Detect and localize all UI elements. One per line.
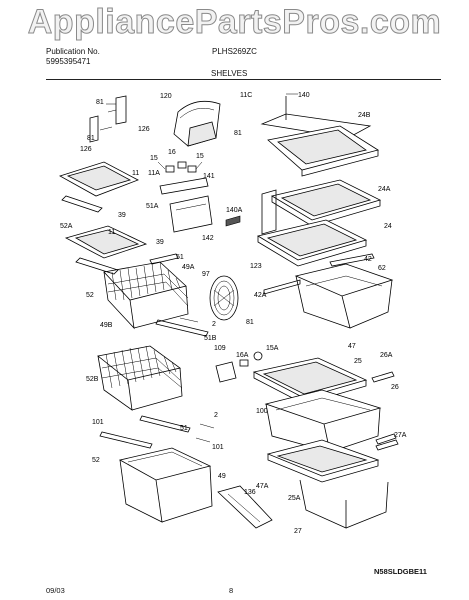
part-label: 52B: [86, 376, 99, 383]
cover-136-drawing: [217, 485, 273, 529]
part-label: 42: [364, 256, 372, 263]
part-label: 52A: [60, 223, 73, 230]
part-label: 47: [348, 343, 356, 350]
part-label: 27: [294, 528, 302, 535]
part-label: 25: [354, 358, 362, 365]
part-label: 49: [218, 473, 226, 480]
part-label: 62: [378, 265, 386, 272]
wire-basket-49a-drawing: [103, 253, 189, 330]
part-label: 24B: [358, 112, 371, 119]
part-label: 25A: [288, 495, 301, 502]
crisper-drawer-100-drawing: [264, 371, 397, 453]
part-label: 11A: [148, 170, 160, 177]
part-label: 51B: [204, 335, 217, 342]
part-label: 51: [176, 254, 184, 261]
fan-assembly-drawing: [209, 275, 239, 321]
watermark-text: AppliancePartsPros.com: [27, 2, 442, 41]
part-label: 126: [80, 146, 92, 153]
part-label: 140A: [226, 207, 243, 214]
part-label: 11: [132, 170, 139, 177]
part-label: 81: [96, 99, 104, 106]
watermark: AppliancePartsPros.com: [0, 0, 469, 44]
door-bin-drawing: [173, 100, 221, 147]
part-label: 52: [92, 457, 100, 464]
part-label: 123: [250, 263, 262, 270]
part-label: 26: [391, 384, 399, 391]
part-label: 39: [156, 239, 164, 246]
section-title: SHELVES: [211, 69, 248, 78]
shelf-bracket-drawing: [89, 95, 127, 143]
freezer-pan-49-drawing: [118, 447, 213, 523]
part-label: 101: [92, 419, 104, 426]
header-rule: [46, 79, 441, 80]
model-number: PLHS269ZC: [212, 47, 257, 56]
part-label: 15: [196, 153, 204, 160]
part-label: 15: [150, 155, 158, 162]
part-label: 16: [168, 149, 176, 156]
basket-rail-51b-drawing: [155, 317, 209, 337]
part-number-labels: 81 126 81 126 120 11C 140 81 24B 15 16 1…: [60, 92, 407, 535]
footer-date: 09/03: [46, 586, 65, 595]
bracket-109-drawing: [215, 351, 263, 383]
part-label: 141: [203, 173, 215, 180]
page-number: 8: [229, 586, 234, 595]
part-label: 47A: [256, 483, 269, 490]
part-label: 11C: [240, 92, 252, 99]
part-label: 101: [212, 444, 224, 451]
part-label: 81: [87, 135, 95, 142]
shelf-cover-drawing: [159, 177, 213, 233]
part-label: 49B: [100, 322, 113, 329]
wire-basket-49b-drawing: [97, 345, 183, 411]
publication-number: 5995395471: [46, 57, 91, 66]
drawer-rail-51-drawing: [99, 415, 215, 449]
part-label: 11: [108, 229, 115, 236]
part-label: 109: [214, 345, 226, 352]
part-label: 26A: [380, 352, 393, 359]
part-label: 16A: [236, 352, 249, 359]
part-label: 27A: [394, 432, 407, 439]
shelf-clip-drawing: [157, 161, 203, 173]
part-label: 140: [298, 92, 310, 99]
part-label: 39: [118, 212, 126, 219]
part-label: 2: [212, 321, 216, 328]
glass-shelf-11a-drawing: [58, 161, 139, 213]
part-label: 81: [246, 319, 254, 326]
part-label: 126: [138, 126, 150, 133]
part-label: 81: [234, 130, 242, 137]
glass-shelf-24b-drawing: [260, 93, 379, 177]
part-label: 24A: [378, 186, 391, 193]
publication-label: Publication No.: [46, 47, 100, 56]
part-label: 49A: [182, 264, 195, 271]
part-label: 15A: [266, 345, 279, 352]
glass-shelf-24-drawing: [225, 189, 368, 267]
glass-shelf-24a-drawing: [270, 179, 382, 227]
part-label: 42A: [254, 292, 267, 299]
glass-shelf-11-drawing: [64, 225, 148, 275]
part-label: 97: [202, 271, 210, 278]
crisper-drawer-27-drawing: [266, 439, 399, 529]
crisper-drawer-62-drawing: [263, 253, 394, 329]
part-label: 52: [86, 292, 94, 299]
part-label: 142: [202, 235, 214, 242]
part-label: 51: [180, 425, 188, 432]
crisper-cover-47-drawing: [252, 357, 368, 405]
part-label: 24: [384, 223, 392, 230]
diagram-code: N58SLDGBE11: [374, 567, 427, 576]
part-label: 51A: [146, 203, 159, 210]
part-label: 100: [256, 408, 268, 415]
part-label: 136: [244, 489, 256, 496]
part-label: 2: [214, 412, 218, 419]
part-label: 120: [160, 93, 172, 100]
